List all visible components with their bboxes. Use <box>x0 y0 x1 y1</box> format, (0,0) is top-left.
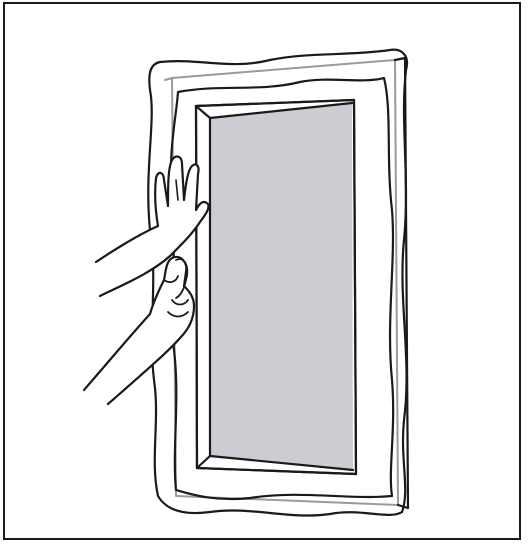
mirror-glass <box>196 100 356 474</box>
